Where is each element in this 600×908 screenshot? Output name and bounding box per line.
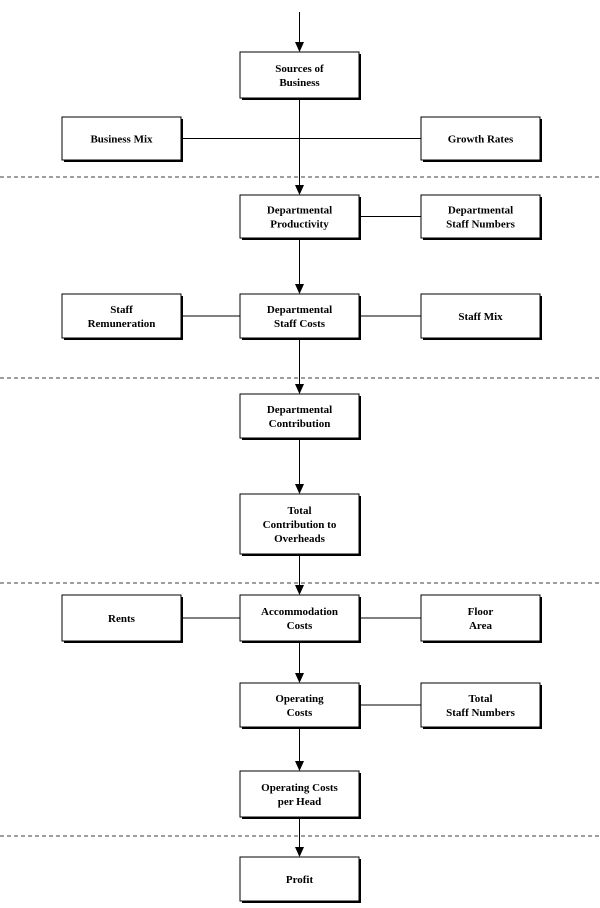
node-box [239,393,360,439]
node-box [420,116,541,161]
arrow-head-icon [295,585,304,595]
node-label: Productivity [270,219,329,231]
arrow-head-icon [295,42,304,52]
node-operating-costs-per-head: Operating Costs per Head [239,770,361,819]
connectors [181,12,421,857]
node-label: Staff Mix [458,311,503,323]
node-label: Accommodation [261,606,338,618]
arrow-head-icon [295,761,304,771]
node-box [239,770,360,818]
node-label: Overheads [274,533,325,545]
node-box [239,594,360,642]
node-box [420,594,541,642]
node-label: Business [279,77,320,89]
node-label: Departmental [267,205,332,217]
node-box [61,594,182,642]
node-label: Area [469,620,493,632]
arrow-head-icon [295,673,304,683]
node-box [239,194,360,239]
node-rents: Rents [61,594,183,643]
arrow-head-icon [295,384,304,394]
node-label: Growth Rates [448,134,514,146]
arrow-head-icon [295,847,304,857]
arrow-head-icon [295,185,304,195]
node-label: Profit [286,874,314,886]
node-label: Staff Numbers [446,219,515,231]
node-box [420,682,541,728]
node-label: Contribution [269,418,331,430]
node-box [420,194,541,239]
node-label: Staff [110,304,133,316]
node-staff-mix: Staff Mix [420,293,542,340]
node-label: Rents [108,613,136,625]
arrow-head-icon [295,284,304,294]
arrow-head-icon [295,484,304,494]
node-label: per Head [278,796,322,808]
node-label: Total [287,505,311,517]
node-label: Staff Numbers [446,707,515,719]
node-box [61,116,182,161]
node-label: Contribution to [263,519,337,531]
section-separators [0,176,600,837]
node-growth-rates: Growth Rates [420,116,542,162]
node-box [239,293,360,339]
node-box [239,51,360,99]
node-label: Departmental [448,205,513,217]
node-profit: Profit [239,856,361,903]
node-box [239,682,360,728]
node-box [61,293,182,339]
node-label: Remuneration [88,318,156,330]
node-label: Business Mix [90,134,153,146]
node-label: Staff Costs [274,318,326,330]
node-label: Sources of [275,63,324,75]
node-sources-of-business: Sources of Business [239,51,361,100]
node-label: Departmental [267,304,332,316]
node-box [239,493,360,555]
node-label: Departmental [267,404,332,416]
node-label: Total [468,693,492,705]
node-business-mix: Business Mix [61,116,183,162]
node-label: Operating Costs [261,782,338,794]
node-box [420,293,541,339]
node-label: Costs [287,707,313,719]
node-label: Operating [275,693,324,705]
node-label: Costs [287,620,313,632]
node-label: Floor [468,606,494,618]
node-box [239,856,360,902]
